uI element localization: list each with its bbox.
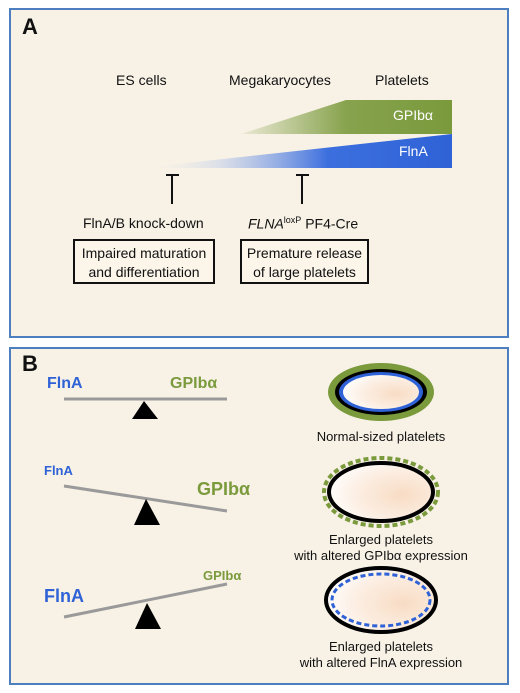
knockdown-label: FlnA/B knock-down <box>83 215 204 231</box>
outcome-box-impaired: Impaired maturation and differentiation <box>73 239 215 284</box>
seesaw-balanced <box>64 397 227 419</box>
outcome-right-line-2: of large platelets <box>253 264 356 280</box>
flna-gene-label: FLNA <box>248 215 284 232</box>
platelet-normal <box>328 363 434 421</box>
flna-cre-label: FLNAloxP PF4-Cre <box>248 215 358 232</box>
platelet-enlarged-flna <box>324 566 438 634</box>
row1-gpib-label: GPIbα <box>170 375 218 392</box>
row3-flna-label: FlnA <box>44 586 84 606</box>
flna-band-label: FlnA <box>399 143 428 159</box>
stage-label-es-cells: ES cells <box>116 72 167 88</box>
row2-caption-line-2: with altered GPIbα expression <box>294 548 468 563</box>
row2-caption: Enlarged platelets with altered GPIbα ex… <box>281 532 481 564</box>
loxp-superscript: loxP <box>283 215 302 225</box>
row3-caption-line-1: Enlarged platelets <box>328 639 434 654</box>
seesaw-flna-heavy <box>63 582 228 629</box>
gpib-band-label: GPIbα <box>393 107 433 123</box>
flna-expression-band <box>141 134 452 168</box>
panel-b: B <box>9 347 509 685</box>
row1-caption: Normal-sized platelets <box>291 429 471 445</box>
gpib-expression-band <box>241 100 452 134</box>
row3-caption-line-2: with altered FlnA expression <box>299 655 463 670</box>
inhibitor-bar-flna-cre <box>296 174 309 204</box>
outcome-left-line-2: and differentiation <box>88 264 200 280</box>
panel-a-diagram <box>141 100 452 204</box>
stage-label-megakaryocytes: Megakaryocytes <box>229 72 331 88</box>
inhibitor-bar-knockdown <box>166 174 179 204</box>
panel-a: A ES cells Megakaryocytes Platelets <box>9 8 509 338</box>
row2-flna-label: FlnA <box>44 463 73 478</box>
row1-flna-label: FlnA <box>47 375 83 392</box>
row3-caption: Enlarged platelets with altered FlnA exp… <box>281 639 481 671</box>
outcome-left-line-1: Impaired maturation <box>81 245 207 261</box>
stage-label-platelets: Platelets <box>375 72 429 88</box>
panel-a-letter: A <box>22 14 38 39</box>
row2-gpib-label: GPIbα <box>197 479 251 499</box>
outcome-box-premature: Premature release of large platelets <box>240 239 369 284</box>
pf4-cre-label: PF4-Cre <box>305 215 359 232</box>
panel-b-diagram <box>63 363 440 634</box>
row3-gpib-label: GPIbα <box>203 568 242 583</box>
platelet-enlarged-gpib <box>322 456 440 528</box>
panel-b-letter: B <box>22 351 38 376</box>
outcome-right-line-1: Premature release <box>246 245 363 261</box>
row1-caption-line-1: Normal-sized platelets <box>316 429 446 444</box>
seesaw-gpib-heavy <box>63 484 228 525</box>
row2-caption-line-1: Enlarged platelets <box>328 532 434 547</box>
